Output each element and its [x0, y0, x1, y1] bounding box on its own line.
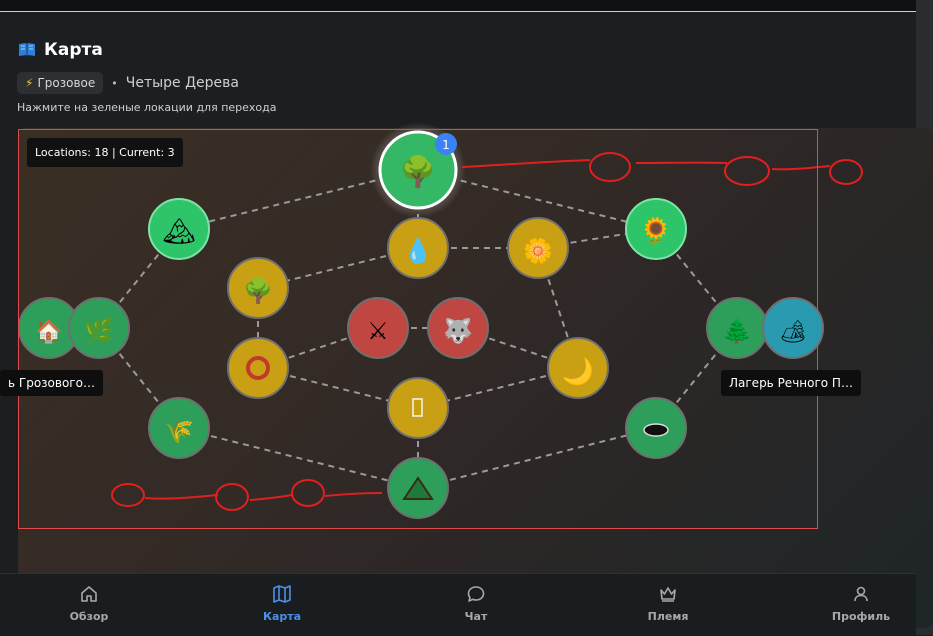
map-canvas: 🌳 🏔 🌻 💧 🌼 🌳 ⚔ 🐺 🌙 🏠	[18, 122, 863, 519]
nav-profile[interactable]: Профиль	[821, 584, 901, 623]
nav-clan-label: Племя	[647, 610, 689, 623]
hint-text: Нажмите на зеленые локации для перехода	[17, 101, 277, 114]
location-node-ring	[227, 337, 289, 399]
house-icon: 🏠	[35, 319, 62, 345]
wolf-icon: 🐺	[443, 317, 473, 345]
location-node-herb[interactable]: 🌿	[68, 297, 130, 359]
map-book-icon	[19, 43, 35, 57]
herb-icon: 🌿	[84, 317, 114, 345]
sunflower-icon: 🌻	[640, 216, 672, 247]
camping-icon: 🏕	[779, 320, 807, 345]
user-icon	[854, 586, 868, 602]
chat-icon	[467, 586, 485, 602]
unknown-icon	[412, 398, 423, 417]
nav-overview[interactable]: Обзор	[49, 584, 129, 623]
svg-text:1: 1	[442, 138, 450, 152]
home-icon	[81, 586, 97, 602]
nav-map[interactable]: Карта	[242, 584, 322, 623]
current-location: Четыре Дерева	[125, 75, 239, 91]
separator: •	[111, 76, 118, 90]
top-bar	[0, 0, 916, 12]
ring-icon	[246, 356, 270, 380]
tree-icon: 🌳	[399, 153, 436, 190]
droplet-icon: 💧	[403, 237, 433, 265]
location-node-moon: 🌙	[547, 337, 609, 399]
location-node-wolf: 🐺	[427, 297, 489, 359]
hill-icon	[402, 476, 434, 500]
map-icon	[273, 585, 291, 603]
crossed-swords-icon: ⚔	[367, 317, 389, 345]
mountain-icon: 🏔	[162, 217, 195, 247]
location-chips: ⚡ Грозовое • Четыре Дерева	[17, 72, 239, 94]
wheat-icon: 🌾	[164, 417, 194, 445]
nav-overview-label: Обзор	[69, 610, 109, 623]
clan-chip-label: Грозовое	[37, 76, 96, 90]
notification-badge: 1	[435, 133, 457, 155]
location-node-camp-right[interactable]: 🏕	[762, 297, 824, 359]
tree-icon: 🌳	[243, 276, 273, 305]
bottom-nav: Обзор Карта Чат Племя Профиль	[0, 573, 916, 636]
page-title: Карта	[18, 40, 103, 60]
location-node-pine[interactable]: 🌲	[706, 297, 768, 359]
right-location-label: Лагерь Речного П…	[721, 370, 861, 396]
nav-chat-label: Чат	[464, 610, 488, 623]
nav-profile-label: Профиль	[831, 610, 891, 623]
location-node-mountain[interactable]: 🏔	[148, 198, 210, 260]
nav-chat[interactable]: Чат	[436, 584, 516, 623]
location-node-hole[interactable]	[625, 397, 687, 459]
hole-icon	[643, 423, 669, 437]
pine-icon: 🌲	[722, 317, 752, 345]
location-node-oak: 🌳	[227, 257, 289, 319]
crown-icon	[660, 587, 676, 602]
location-node-hill[interactable]	[387, 457, 449, 519]
nav-clan[interactable]: Племя	[628, 584, 708, 623]
moon-icon: 🌙	[562, 356, 594, 387]
location-node-four-trees[interactable]: 🌳	[378, 130, 458, 210]
lightning-icon: ⚡	[25, 76, 34, 90]
left-location-label: ь Грозового…	[0, 370, 103, 396]
clan-chip: ⚡ Грозовое	[17, 72, 104, 94]
page-title-text: Карта	[44, 40, 103, 60]
map-stats: Locations: 18 | Current: 3	[27, 138, 183, 167]
nav-map-label: Карта	[262, 610, 302, 623]
location-node-sunflower[interactable]: 🌻	[625, 198, 687, 260]
location-node-unknown	[387, 377, 449, 439]
location-node-water: 💧	[387, 217, 449, 279]
location-node-wheat[interactable]: 🌾	[148, 397, 210, 459]
flower-icon: 🌼	[523, 237, 553, 265]
annotation-scribbles	[111, 152, 863, 511]
location-node-battle: ⚔	[347, 297, 409, 359]
location-node-flower: 🌼	[507, 217, 569, 279]
